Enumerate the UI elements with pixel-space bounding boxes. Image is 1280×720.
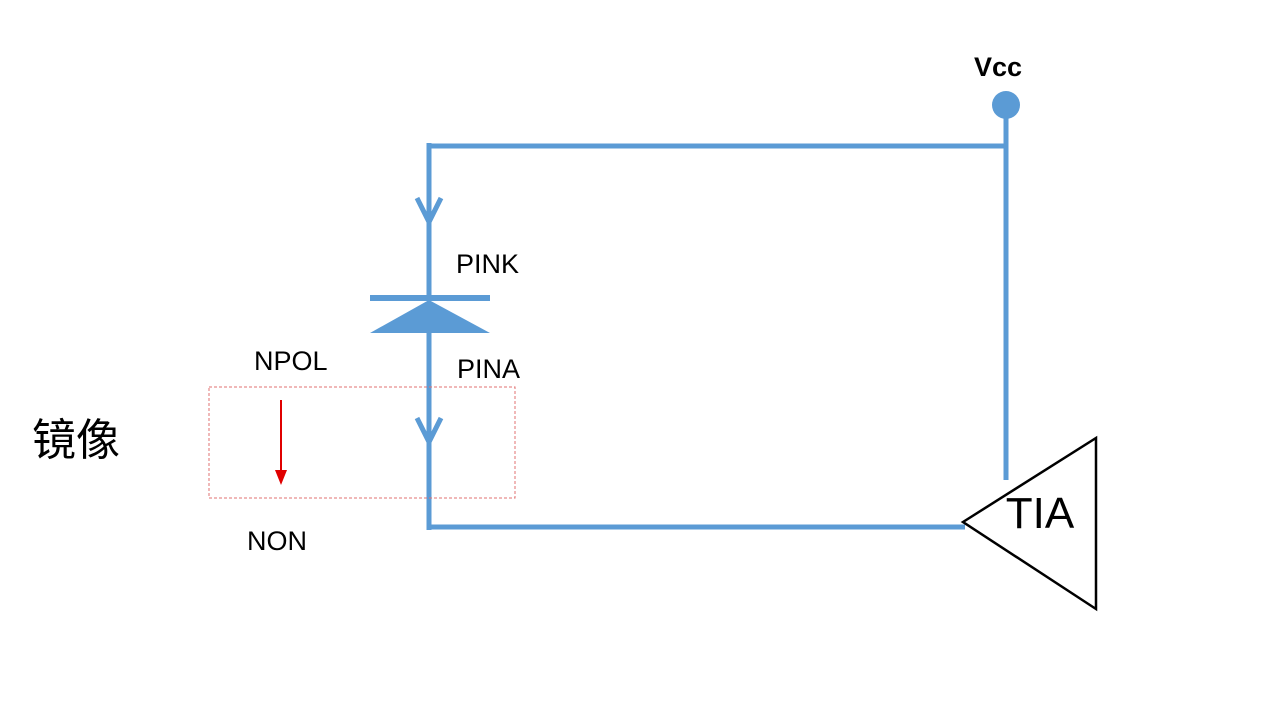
current-arrow-lower-icon [414, 416, 444, 448]
non-label: NON [247, 526, 307, 556]
tia-label: TIA [1006, 489, 1075, 538]
npol-label: NPOL [254, 346, 328, 376]
pina-label: PINA [457, 354, 520, 384]
current-arrow-upper-icon [414, 196, 444, 228]
mirror-label: 镜像 [32, 415, 120, 466]
tia-amplifier-triangle [960, 435, 1098, 612]
diode-triangle-icon [370, 300, 490, 333]
mirror-dashed-box [208, 386, 516, 499]
red-arrow-head-icon [275, 470, 287, 485]
pink-label: PINK [456, 249, 519, 279]
vcc-label: Vcc [974, 52, 1022, 82]
